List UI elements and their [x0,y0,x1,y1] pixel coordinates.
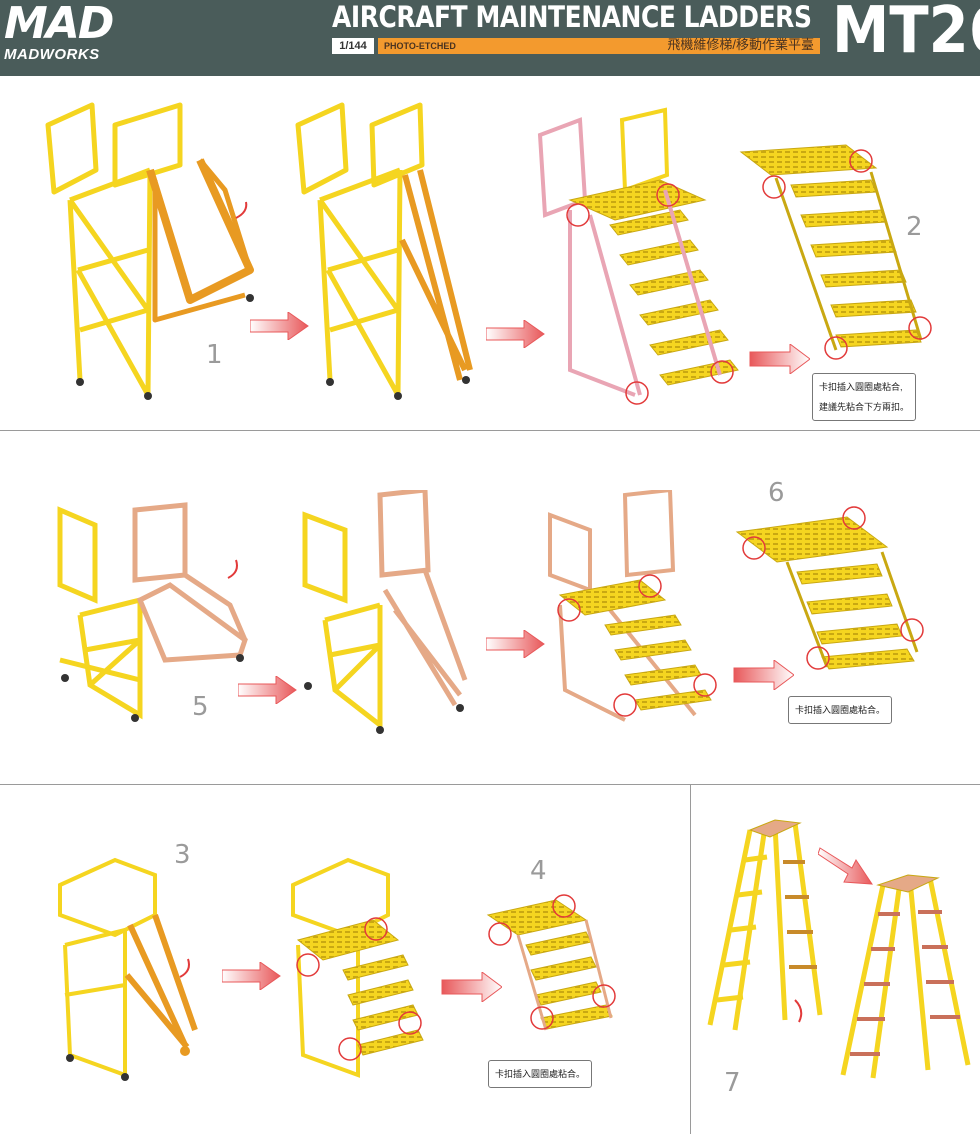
product-code: MT26 [832,0,980,68]
divider [0,784,980,785]
a-frame-ladder-figure [707,819,823,1031]
brand-logo: MAD [4,0,114,49]
arrow-right-icon [250,312,309,340]
arrow-right-icon [222,962,281,990]
divider [690,784,691,1134]
assembly-note: 卡扣插入圓圈處粘合, 建議先粘合下方兩扣。 [812,373,917,421]
step-part-figure [735,506,924,670]
step-number: 2 [906,212,923,242]
arrow-right-icon [486,630,545,658]
step-number: 3 [174,840,191,870]
chinese-title: 飛機維修梯/移動作業平臺 [667,37,814,52]
arrow-left-icon [441,972,502,1002]
page-title: AIRCRAFT MAINTENANCE LADDERS [332,0,812,34]
header-banner: MAD MADWORKS AIRCRAFT MAINTENANCE LADDER… [0,0,980,76]
ladder-frame-figure [58,857,198,1081]
step-part-figure [739,144,932,360]
ladder-frame-figure [295,102,473,400]
ladder-assembled-figure [291,857,424,1078]
note-line: 卡扣插入圓圈處粘合。 [795,705,886,715]
rotate-arrow-icon [794,999,803,1023]
assembly-note: 卡扣插入圓圈處粘合。 [488,1060,593,1088]
arrow-right-icon [486,320,545,348]
step-number: 1 [206,340,223,370]
divider [0,430,980,431]
step-number: 4 [530,856,547,886]
step-number: 7 [724,1068,741,1098]
ladder-frame-figure [302,490,468,734]
step-part-figure [486,894,616,1031]
note-line: 卡扣插入圓圈處粘合。 [495,1069,586,1079]
ladder-assembled-figure [548,490,717,722]
material-label: PHOTO-ETCHED [384,41,456,51]
note-line: 卡扣插入圓圈處粘合, [819,382,903,392]
ladder-assembled-figure [537,107,739,405]
assembly-note: 卡扣插入圓圈處粘合。 [788,696,893,724]
step-number: 5 [192,692,209,722]
note-line: 建議先粘合下方兩扣。 [819,402,910,412]
ladder-frame-figure [45,102,254,400]
a-frame-ladder-figure [840,874,971,1079]
arrow-left-icon [733,660,794,690]
ladder-frame-figure [57,502,248,722]
subtitle-band [378,38,820,54]
brand-name: MADWORKS [4,46,100,63]
arrow-left-icon [749,344,810,374]
rotate-arrow-icon [227,559,238,579]
rotate-arrow-icon [235,201,248,219]
rotate-arrow-icon [179,958,190,978]
scale-badge: 1/144 [332,38,374,54]
arrow-right-icon [238,676,297,704]
step-number: 6 [768,478,785,508]
arrow-diagonal-icon [818,847,873,885]
